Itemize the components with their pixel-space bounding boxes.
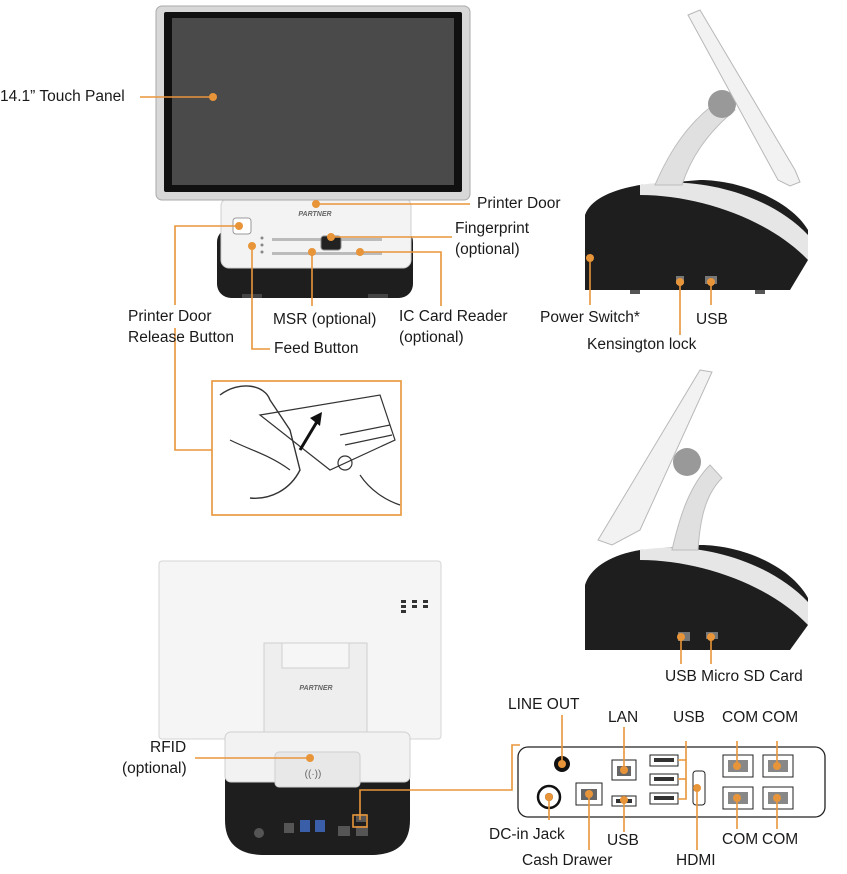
label-usb-side: USB [696,311,728,328]
back-view [158,560,442,855]
label-kensington-lock: Kensington lock [587,336,697,353]
back-brand-logo: PARTNER [299,685,332,692]
label-printer-door-release: Printer Door [128,308,212,325]
label-power-switch: Power Switch* [540,309,640,326]
side-base-top-white [640,182,808,260]
label-usb-bottom: USB [607,832,639,849]
release-detail-box [211,380,402,516]
side-view-bottom [585,369,808,650]
front-brand-logo: PARTNER [298,211,331,218]
label-com-bottom-1: COM [722,831,759,848]
label-com-top-2: COM [762,709,799,726]
side-view-top [585,9,808,294]
label-fingerprint: Fingerprint [455,220,530,237]
callout-dots [209,93,781,804]
label-msr: MSR (optional) [273,311,377,328]
label-touch-panel: 14.1” Touch Panel [0,88,125,105]
label-usb-micro-sd: USB Micro SD Card [665,668,803,685]
label-com-bottom-2: COM [762,831,799,848]
side-monitor-bottom [597,369,713,546]
label-fingerprint-optional: (optional) [455,241,520,258]
label-printer-door-release-2: Release Button [128,329,234,346]
side-hinge-bottom [673,448,701,476]
label-ic-card-reader: IC Card Reader [399,308,508,325]
front-view [155,5,471,298]
label-usb-top: USB [673,709,705,726]
label-rfid-optional: (optional) [122,760,187,777]
side-base-bottom-white [640,547,808,625]
label-cash-drawer: Cash Drawer [522,852,613,869]
rfid-area [274,751,361,788]
detail-frame [211,380,402,516]
side-hinge-top [708,90,736,118]
label-dc-in-jack: DC-in Jack [489,826,565,843]
label-printer-door: Printer Door [477,195,561,212]
label-feed-button: Feed Button [274,340,359,357]
nfc-icon: ((·)) [305,769,322,780]
label-lan: LAN [608,709,639,726]
port-panel [517,746,826,818]
front-foot-right [368,294,388,298]
side-arm-bottom [671,464,723,551]
callout-lines [140,96,778,850]
label-hdmi: HDMI [676,852,716,869]
label-com-top-1: COM [722,709,759,726]
msr-slot [272,252,382,255]
side-monitor-top [687,9,801,187]
monitor-screen [172,18,454,185]
label-line-out: LINE OUT [508,696,580,713]
label-rfid: RFID [150,739,187,756]
label-ic-card-reader-optional: (optional) [399,329,464,346]
